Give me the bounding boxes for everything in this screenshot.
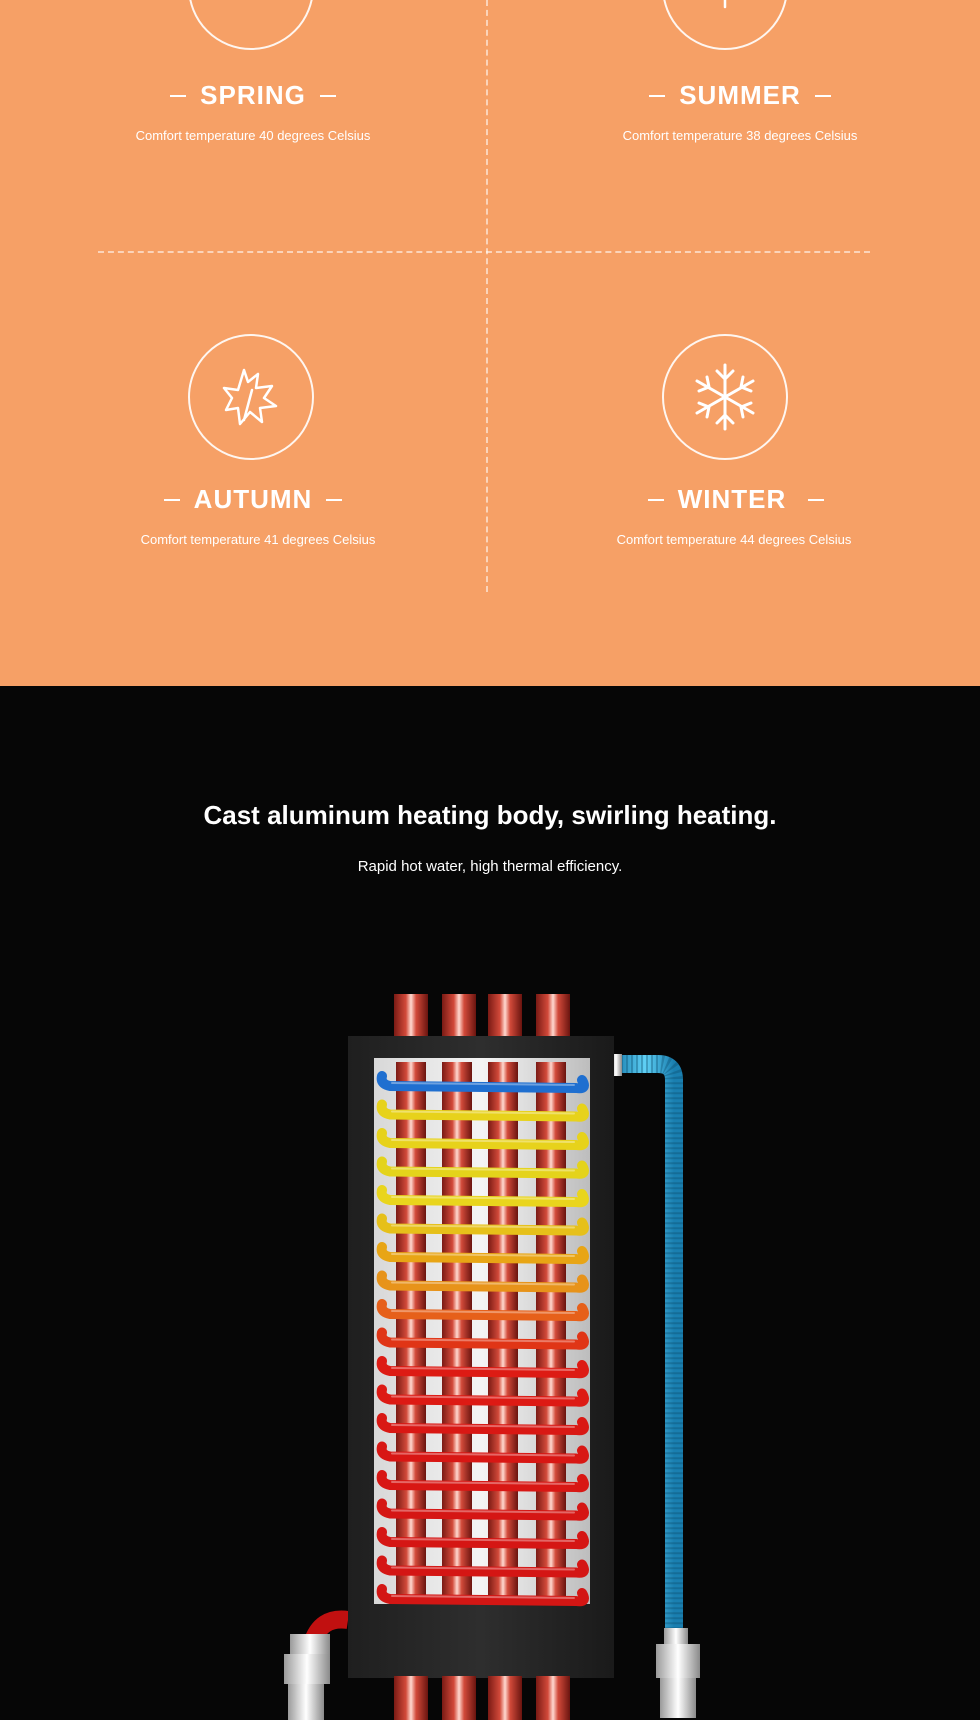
coil-highlight (391, 1424, 575, 1428)
season-desc-spring: Comfort temperature 40 degrees Celsius (135, 128, 371, 143)
coil-highlight (391, 1595, 575, 1599)
coil-highlight (391, 1395, 575, 1400)
vertical-divider (486, 0, 488, 592)
coil-turn (376, 1470, 589, 1493)
coil-highlight (391, 1167, 575, 1172)
coil-turn (376, 1441, 589, 1464)
feature-title: Cast aluminum heating body, swirling hea… (203, 800, 777, 830)
coil-highlight (391, 1338, 575, 1343)
coil-highlight (391, 1452, 575, 1457)
coil-highlight (391, 1139, 575, 1143)
season-desc-autumn: Comfort temperature 41 degrees Celsius (140, 532, 376, 547)
coil-turn (376, 1156, 589, 1179)
heating-body-illustration (284, 994, 700, 1720)
coil-turn (376, 1555, 589, 1578)
coil-turn (376, 1384, 589, 1407)
coil-turn (376, 1242, 589, 1265)
coil-highlight (391, 1082, 575, 1086)
coil-turn (376, 1099, 589, 1122)
top-pipes (394, 994, 570, 1044)
coil-highlight (391, 1367, 575, 1371)
coil-highlight (391, 1310, 575, 1314)
coil-highlight (391, 1253, 575, 1257)
coil-highlight (391, 1509, 575, 1514)
coil-turn (376, 1213, 589, 1236)
coil-turn (376, 1327, 589, 1350)
leaf-icon (188, 334, 314, 460)
coil-highlight (391, 1481, 575, 1485)
coil-turn (376, 1356, 589, 1379)
bottom-pipes (394, 1676, 570, 1720)
coil-turn (376, 1128, 589, 1151)
coil-highlight (391, 1281, 575, 1286)
season-title-summer: SUMMER (520, 80, 960, 111)
coil-turn (376, 1498, 589, 1521)
coil-highlight (391, 1538, 575, 1542)
cactus-icon (662, 0, 788, 50)
flower-icon (188, 0, 314, 50)
seasons-section: SPRING Comfort temperature 40 degrees Ce… (0, 0, 980, 686)
coil-turn (376, 1185, 589, 1208)
coil-turn (376, 1299, 589, 1322)
coil-turn (376, 1413, 589, 1436)
coil-turn (376, 1071, 589, 1094)
season-title-spring: SPRING (33, 80, 473, 111)
season-title-autumn: AUTUMN (33, 484, 473, 515)
coil-turn (376, 1527, 589, 1550)
right-valve (656, 1628, 700, 1718)
feature-subtitle: Rapid hot water, high thermal efficiency… (357, 858, 623, 875)
snowflake-icon (662, 334, 788, 460)
season-desc-winter: Comfort temperature 44 degrees Celsius (616, 532, 852, 547)
coil-highlight (391, 1196, 575, 1200)
season-title-winter: WINTER (516, 484, 956, 515)
left-valve (284, 1634, 330, 1720)
horizontal-divider (98, 251, 870, 253)
coil-highlight (391, 1566, 575, 1571)
coil-highlight (391, 1110, 575, 1115)
season-desc-summer: Comfort temperature 38 degrees Celsius (622, 128, 858, 143)
coil-turn (376, 1584, 589, 1607)
coil-turn (376, 1270, 589, 1293)
coil-highlight (391, 1224, 575, 1229)
